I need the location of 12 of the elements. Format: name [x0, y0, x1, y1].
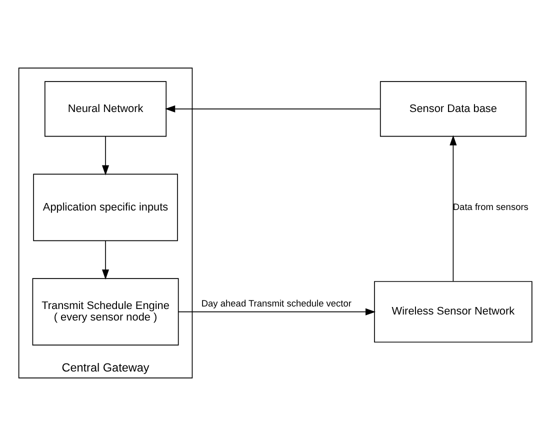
node-box: Sensor Data base — [380, 80, 526, 136]
edge-label: Day ahead Transmit schedule vector — [201, 298, 352, 308]
arrow — [450, 134, 457, 282]
edge-label: Data from sensors — [452, 201, 528, 212]
arrow — [178, 308, 376, 315]
node-box: Transmit Schedule Engine ( every sensor node ) — [32, 278, 179, 345]
arrow — [102, 136, 110, 175]
node-box: Neural Network — [44, 80, 167, 136]
arrow — [102, 240, 110, 280]
node-box: Wireless Sensor Network — [374, 280, 532, 342]
arrow — [165, 104, 381, 112]
node-box: Application specific inputs — [33, 173, 178, 241]
